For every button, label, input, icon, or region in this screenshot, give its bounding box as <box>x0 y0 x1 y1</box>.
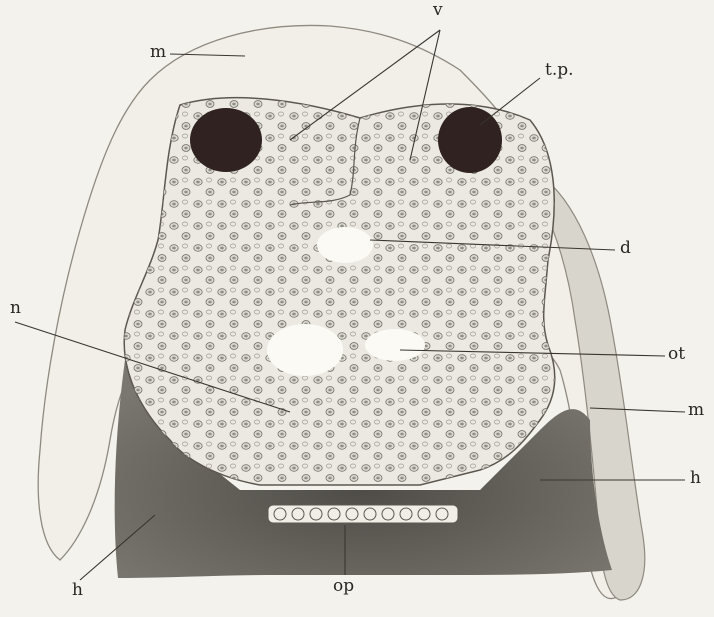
label-m-right: m <box>688 402 704 419</box>
label-d: d <box>620 240 631 257</box>
eye-spot-left <box>190 108 262 172</box>
label-m-top: m <box>150 44 166 61</box>
lumen-ot-left <box>267 324 343 376</box>
label-h-right: h <box>690 470 701 487</box>
label-op: op <box>333 578 354 595</box>
lumen-ot <box>365 329 425 361</box>
label-h-left: h <box>72 582 83 599</box>
op-cell-row <box>268 505 458 523</box>
label-tp: t.p. <box>545 62 574 79</box>
lumen-d <box>317 227 373 263</box>
label-ot: ot <box>668 346 685 363</box>
eye-spot-right <box>438 107 502 173</box>
label-v: v <box>433 2 443 19</box>
label-n: n <box>10 300 21 317</box>
